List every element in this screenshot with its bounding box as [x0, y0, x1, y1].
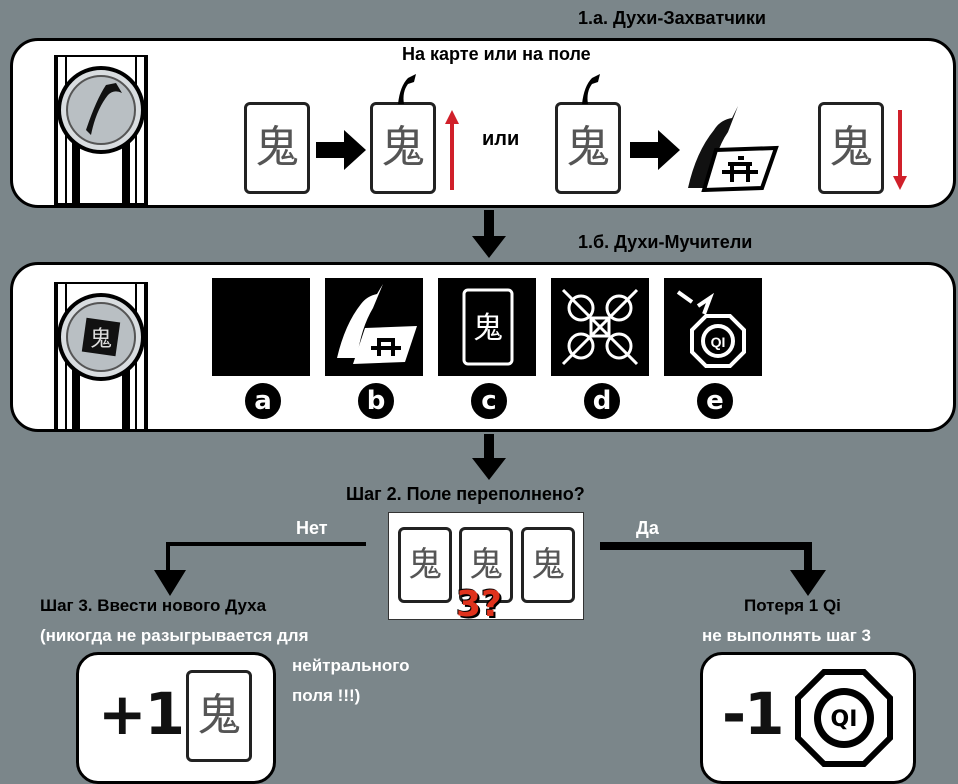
- step-3-title: Шаг 3. Ввести нового Духа: [40, 596, 267, 615]
- minus-one-text: -1: [722, 680, 784, 748]
- no-label: Нет: [296, 518, 328, 538]
- invader-emblem: [36, 55, 166, 205]
- ghost-tile-removed: 鬼: [818, 102, 884, 194]
- new-ghost-tile: 鬼: [186, 670, 252, 762]
- tormentor-option-b: [325, 278, 423, 376]
- option-label-c: c: [469, 381, 509, 421]
- red-arrow-down-icon: [892, 110, 908, 190]
- arrow-left-branch-icon: [152, 542, 366, 596]
- step-1a-subtitle: На карте или на поле: [402, 44, 591, 64]
- step-1a-title: 1.а. Духи-Захватчики: [578, 8, 766, 28]
- tormentor-option-e: QI: [664, 278, 762, 376]
- qi-token-icon: QI: [794, 668, 894, 768]
- arrow-right-icon: [316, 130, 366, 170]
- svg-text:鬼: 鬼: [90, 327, 112, 352]
- red-arrow-up-icon: [444, 110, 460, 190]
- step-3-note-line2: нейтрального: [292, 656, 410, 675]
- or-label: или: [482, 128, 520, 150]
- tormentor-emblem: 鬼: [36, 282, 166, 432]
- ghost-glyph: 鬼: [469, 545, 503, 585]
- tormentor-option-d: [551, 278, 649, 376]
- ghost-glyph: 鬼: [381, 122, 425, 173]
- step-3-note-line1: (никогда не разыгрывается для: [40, 626, 309, 645]
- ghost-glyph: 鬼: [829, 122, 873, 173]
- yes-label: Да: [636, 518, 659, 538]
- ghost-tile: 鬼: [555, 102, 621, 194]
- svg-text:鬼: 鬼: [473, 311, 503, 346]
- arrow-down-icon: [472, 434, 506, 480]
- ghost-glyph: 鬼: [408, 545, 442, 585]
- option-label-d: d: [582, 381, 622, 421]
- invaders-panel: [10, 38, 956, 208]
- ghost-glyph: 鬼: [531, 545, 565, 585]
- arrow-right-icon: [630, 130, 680, 170]
- tormentor-option-a: [212, 278, 310, 376]
- spirit-icon: [388, 72, 418, 104]
- arrow-right-branch-icon: [600, 542, 830, 596]
- step-3-note-line3: поля !!!): [292, 686, 361, 705]
- ghost-tile: 鬼: [521, 527, 575, 603]
- ghost-glyph: 鬼: [566, 122, 610, 173]
- step-2-title: Шаг 2. Поле переполнено?: [346, 484, 585, 504]
- count-question: 3?: [456, 584, 502, 625]
- ghost-glyph: 鬼: [255, 122, 299, 173]
- ghost-tile: 鬼: [459, 527, 513, 603]
- tormentor-option-c: 鬼: [438, 278, 536, 376]
- svg-text:QI: QI: [711, 334, 726, 350]
- loss-subtitle: не выполнять шаг 3: [702, 626, 872, 645]
- plus-one-text: +1: [98, 680, 185, 748]
- spirit-icon: [572, 72, 602, 104]
- ghost-tile-haunted: 鬼: [370, 102, 436, 194]
- loss-title: Потеря 1 Qi: [744, 596, 841, 615]
- option-label-a: a: [243, 381, 283, 421]
- ghost-tile: 鬼: [398, 527, 452, 603]
- option-label-b: b: [356, 381, 396, 421]
- option-label-e: e: [695, 381, 735, 421]
- arrow-down-icon: [472, 210, 506, 258]
- spirit-on-board-icon: [680, 102, 780, 192]
- qi-token-label: QI: [831, 707, 858, 732]
- ghost-tile: 鬼: [244, 102, 310, 194]
- ghost-glyph: 鬼: [197, 690, 241, 741]
- step-1b-title: 1.б. Духи-Мучители: [578, 232, 753, 252]
